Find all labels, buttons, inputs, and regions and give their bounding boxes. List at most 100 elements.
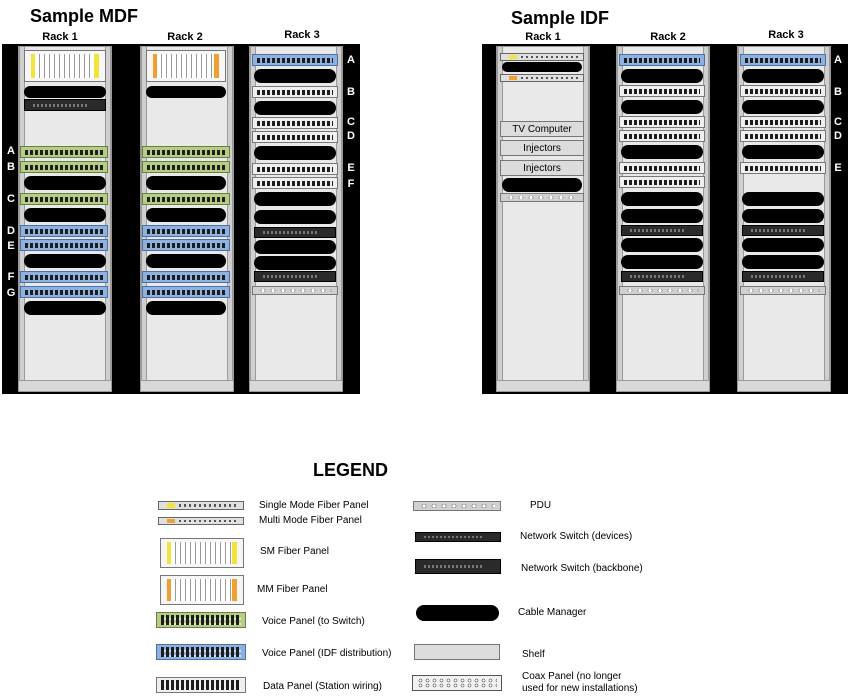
cable-manager [146, 208, 226, 222]
legend-cable-manager [416, 605, 499, 621]
legend-label: SM Fiber Panel [260, 546, 329, 557]
legend-voice-panel-idf [156, 644, 246, 660]
cable-manager [742, 209, 824, 223]
data-panel [740, 162, 826, 174]
cable-manager [621, 209, 703, 223]
data-panel [740, 116, 826, 128]
shelf-tv-computer: TV Computer [500, 121, 584, 137]
cable-manager [254, 240, 336, 254]
legend-sm-fiber-panel [158, 501, 244, 510]
voice-panel-switch [142, 146, 230, 158]
idf-rack3-label-b: B [834, 86, 842, 98]
voice-panel-idf [619, 54, 705, 66]
mdf-rack1-label-f: F [7, 271, 15, 283]
voice-panel-switch [20, 193, 108, 205]
data-panel [740, 85, 826, 97]
legend-label: Voice Panel (IDF distribution) [262, 648, 392, 659]
legend-data-panel [156, 677, 246, 693]
shelf-injectors: Injectors [500, 160, 584, 176]
cable-manager [24, 86, 106, 98]
legend-label: Single Mode Fiber Panel [259, 500, 369, 511]
data-panel [619, 116, 705, 128]
mdf-rack2-title: Rack 2 [167, 31, 203, 43]
cable-manager [742, 69, 824, 83]
voice-panel-idf [20, 225, 108, 237]
legend-switch-devices [415, 532, 501, 542]
legend-label: Cable Manager [518, 607, 587, 618]
sm-fiber-panel [24, 50, 106, 82]
voice-panel-idf [142, 271, 230, 283]
idf-rack2-title: Rack 2 [650, 31, 686, 43]
data-panel [252, 177, 338, 189]
cable-manager [742, 238, 824, 252]
data-panel [252, 86, 338, 98]
legend-label: Multi Mode Fiber Panel [259, 515, 362, 526]
network-switch-devices [254, 271, 336, 282]
mdf-title: Sample MDF [30, 6, 139, 26]
idf-rack1-title: Rack 1 [525, 31, 561, 43]
legend-mm-fiber-panel [158, 517, 244, 525]
network-switch-backbone [24, 99, 106, 111]
legend-coax-panel [412, 675, 502, 691]
cable-manager [254, 146, 336, 160]
voice-panel-idf [20, 271, 108, 283]
legend-label: PDU [530, 500, 552, 511]
voice-panel-idf [20, 239, 108, 251]
cable-manager [254, 256, 336, 270]
idf-rack3-title: Rack 3 [768, 29, 804, 41]
voice-panel-switch [20, 161, 108, 173]
data-panel [619, 85, 705, 97]
mdf-rack1-label-d: D [7, 225, 15, 237]
cable-manager [502, 62, 582, 72]
cable-manager [254, 192, 336, 206]
mdf-rack1-label-c: C [7, 193, 15, 205]
cable-manager [24, 254, 106, 268]
network-switch-devices [621, 225, 703, 236]
mdf-rack3-title: Rack 3 [284, 29, 320, 41]
mdf-rack1-label-b: B [7, 161, 15, 173]
voice-panel-idf [142, 225, 230, 237]
cable-manager [146, 301, 226, 315]
legend-voice-panel-switch [156, 612, 246, 628]
voice-panel-switch [142, 161, 230, 173]
legend-mm-fiber-panel-large [160, 575, 244, 605]
legend-shelf [414, 644, 500, 660]
voice-panel-idf [142, 286, 230, 298]
legend-label: MM Fiber Panel [257, 584, 328, 595]
data-panel [252, 131, 338, 143]
mdf-rack3-label-b: B [347, 86, 355, 98]
voice-panel-idf [252, 54, 338, 66]
voice-panel-switch [20, 146, 108, 158]
cable-manager [146, 86, 226, 98]
data-panel [740, 130, 826, 142]
legend-label: Coax Panel (no longer [522, 671, 622, 682]
legend-label: Network Switch (backbone) [521, 563, 643, 574]
mm-fiber-panel [146, 50, 226, 82]
mdf-rack3-label-f: F [347, 178, 355, 190]
voice-panel-idf [20, 286, 108, 298]
idf-rack3-label-e: E [834, 162, 842, 174]
legend-switch-backbone [415, 559, 501, 574]
network-switch-devices [742, 225, 824, 236]
cable-manager [621, 192, 703, 206]
legend-pdu [413, 501, 501, 511]
voice-panel-switch [142, 193, 230, 205]
network-switch-devices [742, 271, 824, 282]
cable-manager [24, 208, 106, 222]
data-panel [619, 130, 705, 142]
shelf-injectors: Injectors [500, 140, 584, 156]
idf-rack3-label-c: C [834, 116, 842, 128]
cable-manager [621, 255, 703, 269]
cable-manager [254, 210, 336, 224]
legend-label: used for new installations) [522, 683, 638, 694]
shelf-label: Injectors [523, 162, 561, 174]
idf-rack1 [496, 46, 590, 392]
idf-rack3-label-a: A [834, 54, 842, 66]
mdf-rack3-label-a: A [347, 54, 355, 66]
pdu [500, 193, 584, 202]
multi-mode-fiber-panel [500, 74, 584, 82]
data-panel [252, 117, 338, 129]
voice-panel-idf [142, 239, 230, 251]
pdu [619, 286, 705, 295]
cable-manager [621, 238, 703, 252]
